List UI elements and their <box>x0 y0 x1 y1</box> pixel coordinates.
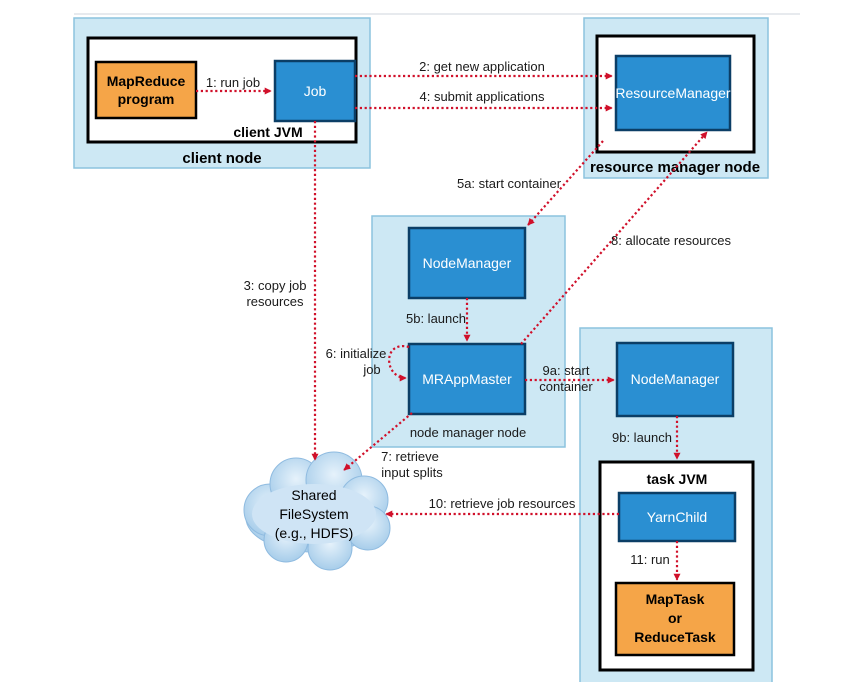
step-9b-label: 9b: launch <box>612 430 672 445</box>
map-reduce-task-box <box>614 581 736 657</box>
step-5a-label: 5a: start container <box>457 176 562 191</box>
task-label-3: ReduceTask <box>634 629 716 645</box>
node-manager-node-label: node manager node <box>410 425 526 440</box>
node-manager-box <box>407 226 527 300</box>
node-manager-label: NodeManager <box>423 255 512 271</box>
shared-fs-label-2: FileSystem <box>279 506 348 522</box>
mapreduce-program-box <box>94 60 198 120</box>
task-label-2: or <box>668 610 683 626</box>
step-6-label-2: job <box>362 362 380 377</box>
client-node-label: client node <box>182 150 261 167</box>
task-label-1: MapTask <box>646 591 705 607</box>
step-3-label-1: 3: copy job <box>244 278 307 293</box>
shared-fs-label-1: Shared <box>291 487 336 503</box>
step-5b-label: 5b: launch <box>406 311 466 326</box>
mapreduce-program-label-2: program <box>118 91 175 107</box>
arrow-initialize-job <box>388 345 410 382</box>
step-9a-label-1: 9a: start <box>543 363 590 378</box>
client-jvm-label: client JVM <box>233 124 302 140</box>
mr-app-master-box <box>407 342 527 416</box>
arrow-allocate-resources <box>520 131 708 345</box>
arrow-retrieve-input-splits <box>343 412 413 471</box>
step-labels: 1: run job 2: get new application 3: cop… <box>206 59 732 567</box>
resource-manager-node-label: resource manager node <box>590 159 760 176</box>
arrows <box>196 72 708 581</box>
mr-app-master-label: MRAppMaster <box>422 371 512 387</box>
step-1-label: 1: run job <box>206 75 260 90</box>
task-node-manager-label: NodeManager <box>631 371 720 387</box>
job-label: Job <box>304 83 327 99</box>
step-9a-label-2: container <box>539 379 593 394</box>
resource-manager-box <box>614 54 732 132</box>
step-3-label-2: resources <box>246 294 304 309</box>
node-manager-node: NodeManager MRAppMaster node manager nod… <box>371 215 566 448</box>
mapreduce-program-label-1: MapReduce <box>107 73 186 89</box>
step-4-label: 4: submit applications <box>419 89 545 104</box>
step-11-label: 11: run <box>630 552 670 567</box>
task-node: NodeManager task JVM YarnChild MapTask o… <box>579 327 773 682</box>
task-jvm-label: task JVM <box>647 471 708 487</box>
shared-fs-label-3: (e.g., HDFS) <box>275 525 354 541</box>
step-7-label-1: 7: retrieve <box>381 449 439 464</box>
step-8-label: 8: allocate resources <box>611 233 731 248</box>
client-node: client JVM client node MapReduce program… <box>73 17 371 169</box>
shared-filesystem-cloud: Shared FileSystem (e.g., HDFS) <box>243 451 391 571</box>
step-6-label-1: 6: initialize <box>326 346 387 361</box>
task-node-manager-box <box>615 341 735 418</box>
yarn-child-label: YarnChild <box>647 509 707 525</box>
resource-manager-label: ResourceManager <box>615 85 731 101</box>
resource-manager-node: ResourceManager resource manager node <box>583 17 769 179</box>
step-10-label: 10: retrieve job resources <box>429 496 576 511</box>
step-7-label-2: input splits <box>381 465 443 480</box>
step-2-label: 2: get new application <box>419 59 545 74</box>
